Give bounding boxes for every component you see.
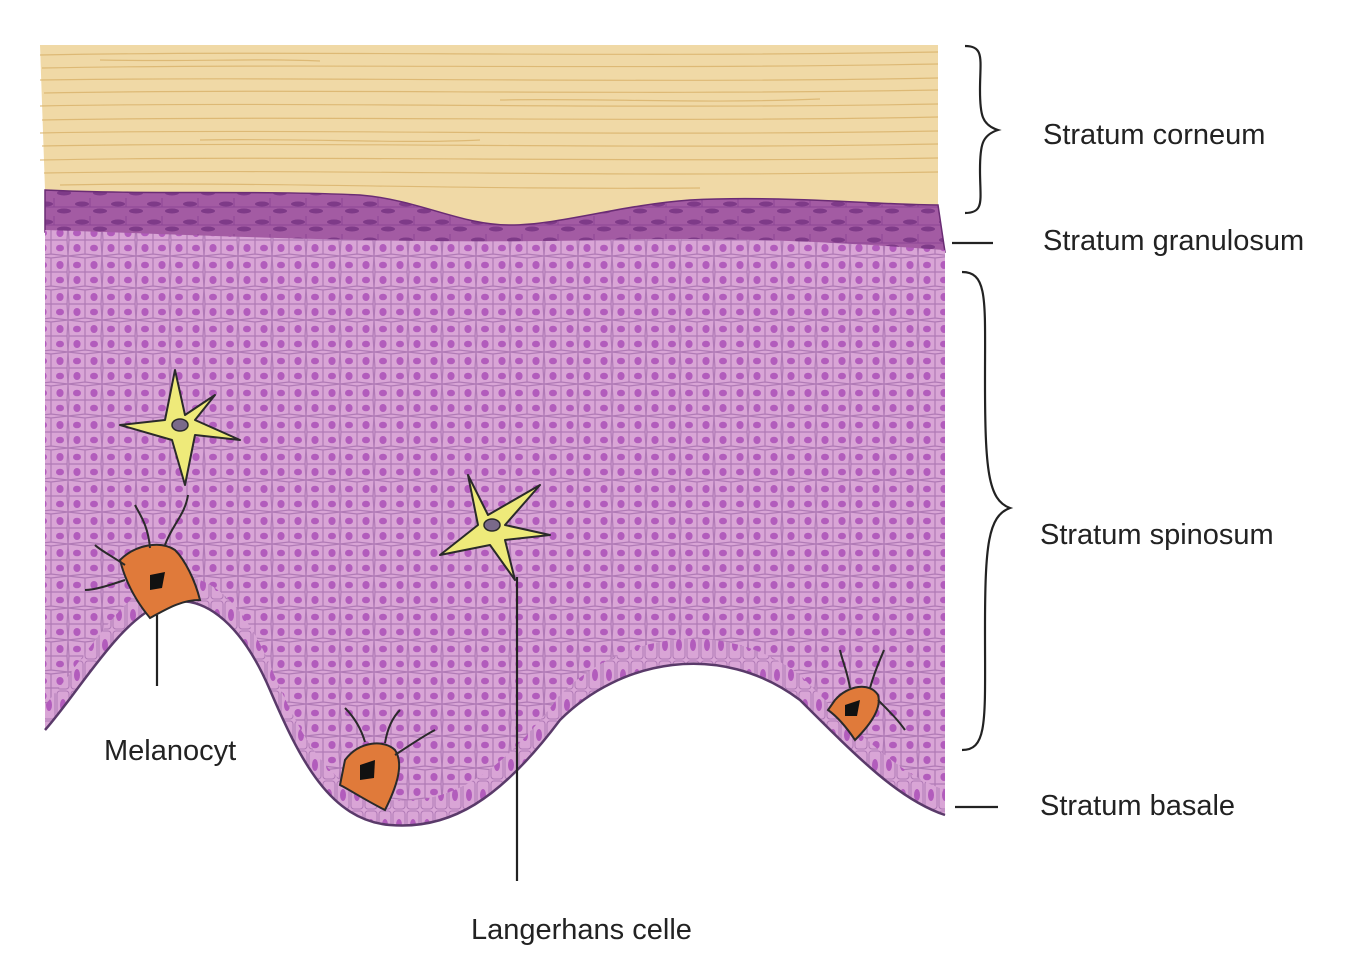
stratum-corneum-brace <box>964 44 1002 215</box>
melanocyte-cell <box>338 707 436 812</box>
stratum-basale-cells <box>45 576 945 826</box>
melanocyte-cell <box>84 494 202 620</box>
stratum-corneum-label: Stratum corneum <box>1043 119 1266 151</box>
stratum-corneum-layer <box>39 45 939 225</box>
melanocyte-cell <box>826 649 906 742</box>
stratum-spinosum-brace <box>961 270 1014 752</box>
melanocyt-label: Melanocyt <box>104 735 237 767</box>
langerhans-label: Langerhans celle <box>471 914 692 946</box>
stratum-basale-label: Stratum basale <box>1040 790 1236 822</box>
stratum-spinosum-label: Stratum spinosum <box>1040 519 1274 551</box>
langerhans-cell <box>439 474 551 581</box>
langerhans-cell <box>119 369 241 486</box>
stratum-granulosum-label: Stratum granulosum <box>1043 225 1305 257</box>
